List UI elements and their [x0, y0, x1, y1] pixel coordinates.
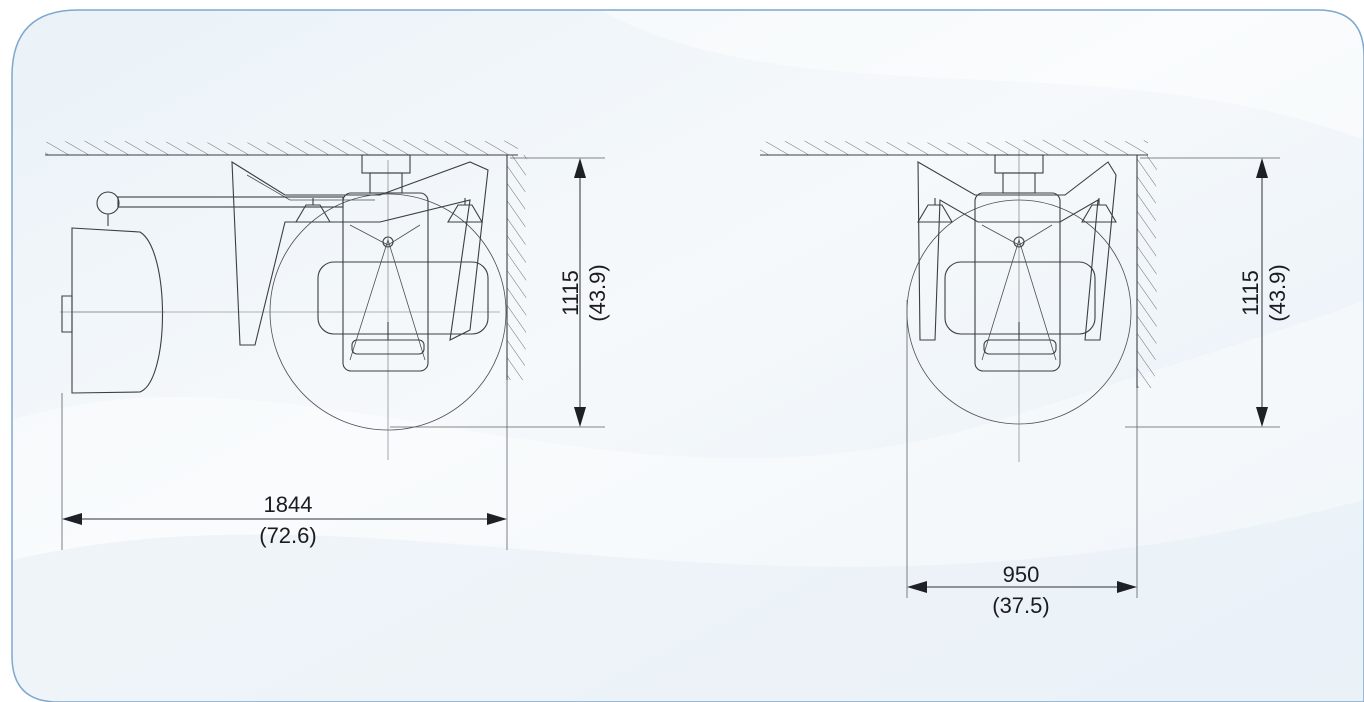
lamp-head-front: [917, 192, 1117, 372]
side-height-value: 1115: [558, 270, 583, 316]
background-frame: [11, 9, 1364, 702]
side-width-inch: (72.6): [259, 523, 316, 548]
wall-hatch-front: [1136, 155, 1158, 388]
front-height-inch: (43.9): [1265, 264, 1290, 321]
lamp-head-side: [295, 192, 489, 372]
arrow-up: [574, 158, 586, 178]
side-height-dimension: 1115 (43.9): [390, 157, 610, 428]
front-width-dimension: 950 (37.5): [906, 300, 1138, 618]
side-width-dimension: 1844 (72.6): [61, 380, 508, 550]
arrow-right: [487, 513, 507, 525]
arrow-right: [1117, 581, 1137, 593]
arrow-up: [1256, 158, 1268, 178]
monitor-housing: [61, 227, 165, 394]
side-width-value: 1844: [264, 492, 313, 517]
front-view: 1115 (43.9) 950 (37.5): [760, 139, 1290, 618]
ceiling-hatch-side: [45, 139, 518, 156]
ceiling-hatch-front: [760, 139, 1148, 156]
front-height-value: 1115: [1238, 270, 1263, 316]
arrow-down: [574, 407, 586, 427]
arrow-down: [1256, 407, 1268, 427]
side-view: 1115 (43.9) 1844 (72.6): [45, 139, 610, 550]
front-width-inch: (37.5): [992, 593, 1049, 618]
front-width-value: 950: [1003, 562, 1040, 587]
wall-hatch-side: [506, 155, 527, 380]
side-height-inch: (43.9): [585, 264, 610, 321]
arrow-left: [62, 513, 82, 525]
arrow-left: [907, 581, 927, 593]
front-height-dimension: 1115 (43.9): [1125, 157, 1290, 428]
